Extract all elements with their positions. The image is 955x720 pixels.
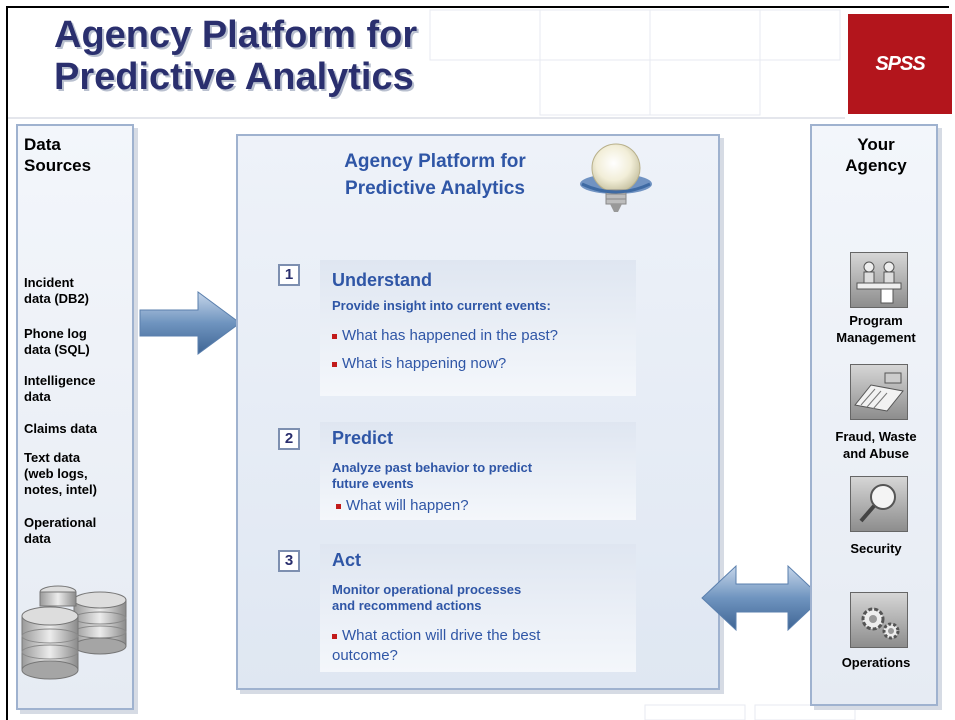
step-predict-box [320, 422, 636, 520]
database-stack-icon [21, 585, 127, 680]
agency-header: Your Agency [818, 134, 934, 176]
platform-title: Agency Platform for Predictive Analytics [300, 148, 570, 202]
source-incident-line-1: Incident [24, 275, 74, 290]
card-swipe-graphic [854, 372, 904, 412]
agency-program-management: Program Management [818, 312, 934, 346]
agency-fraud-waste-abuse: Fraud, Waste and Abuse [818, 428, 934, 462]
platform-title-line-2: Predictive Analytics [345, 178, 525, 199]
magnifier-icon [850, 476, 908, 532]
step-understand-box [320, 260, 636, 396]
agency-fraud-waste-abuse-line-1: Fraud, Waste [835, 429, 917, 444]
bullet-text: What has happened in the past? [342, 327, 558, 344]
step-1-number: 1 [278, 264, 300, 286]
step-understand-description: Provide insight into current events: [332, 298, 551, 313]
bullet-text: What action will drive the best [342, 627, 541, 644]
input-arrow-icon [139, 291, 241, 355]
source-phone-log-line-2: data (SQL) [24, 342, 90, 357]
people-office-graphic [856, 261, 902, 304]
source-operational-line-2: data [24, 531, 51, 546]
agency-operations: Operations [841, 655, 911, 670]
step-1-number-text: 1 [284, 266, 294, 283]
source-phone-log-line-1: Phone log [24, 326, 87, 341]
data-sources-header-line-2: Sources [24, 156, 92, 175]
source-text-data-line-3: notes, intel) [24, 482, 97, 497]
bullet-marker [336, 503, 341, 509]
step-predict-description-line-1: Analyze past behavior to predict [332, 460, 533, 475]
source-operational: Operational data [24, 515, 96, 547]
data-sources-header: Data Sources [24, 134, 91, 176]
magnifier-graphic [859, 484, 896, 523]
step-act-bullet-1: What action will drive the best [332, 626, 540, 646]
bullet-text: What will happen? [346, 497, 469, 514]
slide-title-line-1: Agency Platform for [54, 14, 418, 56]
spss-logo: SPSS [848, 14, 952, 114]
step-act-box [320, 544, 636, 672]
step-2-number-text: 2 [284, 430, 294, 447]
platform-title-line-1: Agency Platform for [344, 151, 526, 172]
step-understand-title: Understand [332, 270, 433, 290]
source-claims-line-1: Claims data [24, 421, 97, 436]
step-act-description-line-2: and recommend actions [332, 598, 482, 613]
card-swipe-icon [850, 364, 908, 420]
data-sources-header-line-1: Data [24, 135, 61, 154]
logo-text: SPSS [875, 52, 925, 75]
step-predict-bullet-1: What will happen? [336, 496, 469, 516]
source-operational-line-1: Operational [24, 515, 97, 530]
bidirectional-arrow-icon [701, 564, 823, 632]
step-act-description-line-1: Monitor operational processes [332, 582, 522, 597]
step-predict-title: Predict [332, 428, 394, 448]
agency-program-management-line-1: Program [849, 313, 903, 328]
source-claims: Claims data [24, 421, 97, 437]
source-intelligence-line-2: data [24, 389, 51, 404]
step-predict-description: Analyze past behavior to predict future … [332, 460, 532, 492]
agency-program-management-line-2: Management [836, 330, 916, 345]
step-3-number-text: 3 [284, 552, 294, 569]
bullet-marker [332, 361, 337, 367]
source-intelligence: Intelligence data [24, 373, 96, 405]
bullet-text: What is happening now? [342, 355, 507, 372]
bullet-marker [332, 333, 337, 339]
step-act-description: Monitor operational processes and recomm… [332, 582, 521, 614]
people-office-icon [850, 252, 908, 308]
source-text-data-line-2: (web logs, [24, 466, 88, 481]
agency-header-line-2: Agency [845, 156, 907, 175]
gears-graphic [861, 607, 900, 640]
agency-security: Security [850, 541, 902, 556]
source-phone-log: Phone log data (SQL) [24, 326, 90, 358]
source-text-data: Text data (web logs, notes, intel) [24, 450, 97, 498]
slide-title: Agency Platform for Predictive Analytics [54, 14, 614, 98]
step-3-number: 3 [278, 550, 300, 572]
step-understand-bullet-1: What has happened in the past? [332, 326, 558, 346]
source-intelligence-line-1: Intelligence [24, 373, 96, 388]
source-text-data-line-1: Text data [24, 450, 81, 465]
step-act-bullet-1-continued: outcome? [332, 647, 398, 664]
agency-fraud-waste-abuse-line-2: and Abuse [843, 446, 909, 461]
agency-header-line-1: Your [857, 135, 895, 154]
step-predict-description-line-2: future events [332, 476, 414, 491]
step-2-number: 2 [278, 428, 300, 450]
step-understand-bullet-2: What is happening now? [332, 354, 506, 374]
step-act-title: Act [332, 550, 362, 570]
bullet-marker [332, 633, 337, 639]
gears-icon [850, 592, 908, 648]
source-incident: Incident data (DB2) [24, 275, 89, 307]
slide-title-line-2: Predictive Analytics [54, 56, 414, 98]
lightbulb-globe-icon [580, 143, 652, 212]
slide-frame [6, 6, 949, 720]
source-incident-line-2: data (DB2) [24, 291, 90, 306]
